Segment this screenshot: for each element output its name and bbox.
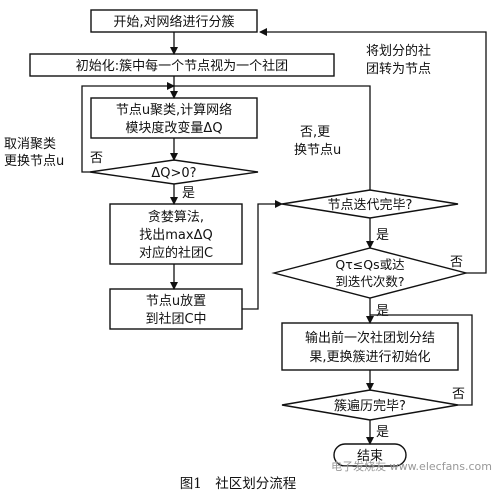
label-no-traverse: 否 <box>452 387 465 402</box>
edge-place-iter <box>242 200 283 310</box>
place-node: 节点u放置 到社团C中 <box>109 288 243 330</box>
traverse-node: 簇遍历完毕? <box>281 389 459 421</box>
label-yes-traverse: 是 <box>376 425 389 440</box>
edge-traverse-no-loop <box>370 314 473 406</box>
greedy-label-2: 找出maxΔQ <box>139 228 212 243</box>
dq-check-node: ΔQ>0? <box>89 159 259 185</box>
edge-dq-no-loop <box>81 82 175 173</box>
label-convert-2: 团转为节点 <box>366 62 431 77</box>
output-label-1: 输出前一次社团划分结 <box>305 330 435 346</box>
place-label-1: 节点u放置 <box>146 294 206 309</box>
connectors <box>81 28 487 445</box>
q-check-label-1: Qτ≤Qs或达 <box>335 257 405 272</box>
label-no-dq: 否 <box>90 151 103 166</box>
end-label: 结束 <box>357 449 383 464</box>
watermark: 电子发烧友 www.elecfans.com <box>331 459 492 473</box>
dq-check-label: ΔQ>0? <box>151 166 196 181</box>
label-convert-1: 将划分的社 <box>366 43 431 59</box>
label-yes-dq: 是 <box>182 186 195 201</box>
place-label-2: 到社团C中 <box>145 311 206 327</box>
q-check-label-2: 到迭代次数? <box>335 274 404 289</box>
greedy-label-1: 贪婪算法, <box>148 210 204 225</box>
label-no-iter-2: 换节点u <box>294 143 341 158</box>
start-label: 开始,对网络进行分簇 <box>113 14 234 30</box>
greedy-node: 贪婪算法, 找出maxΔQ 对应的社团C <box>109 203 243 265</box>
iter-done-node: 节点迭代完毕? <box>281 189 459 219</box>
figure-caption: 图1 社区划分流程 <box>180 476 297 492</box>
output-label-2: 果,更换簇进行初始化 <box>309 350 430 365</box>
cluster-label-1: 节点u聚类,计算网络 <box>116 102 232 118</box>
label-yes-q: 是 <box>376 304 389 319</box>
q-check-node: Qτ≤Qs或达 到迭代次数? <box>271 247 469 299</box>
traverse-label: 簇遍历完毕? <box>334 398 406 414</box>
init-node: 初始化:簇中每一个节点视为一个社团 <box>29 53 335 77</box>
label-cancel-1: 取消聚类 <box>4 137 56 152</box>
greedy-label-3: 对应的社团C <box>139 245 213 261</box>
label-yes-iter: 是 <box>376 228 389 243</box>
end-node: 结束 <box>333 443 407 467</box>
iter-done-label: 节点迭代完毕? <box>328 198 413 213</box>
edge-q-no-loop <box>259 28 487 274</box>
label-no-q: 否 <box>450 255 463 270</box>
cluster-label-2: 模块度改变量ΔQ <box>125 120 222 136</box>
edge-iter-no-loop <box>174 85 371 190</box>
start-node: 开始,对网络进行分簇 <box>90 9 258 33</box>
init-label: 初始化:簇中每一个节点视为一个社团 <box>76 58 288 74</box>
label-cancel-2: 更换节点u <box>4 154 64 169</box>
cluster-node: 节点u聚类,计算网络 模块度改变量ΔQ <box>90 97 258 139</box>
label-no-iter-1: 否,更 <box>300 125 330 140</box>
output-node: 输出前一次社团划分结 果,更换簇进行初始化 <box>281 322 459 371</box>
